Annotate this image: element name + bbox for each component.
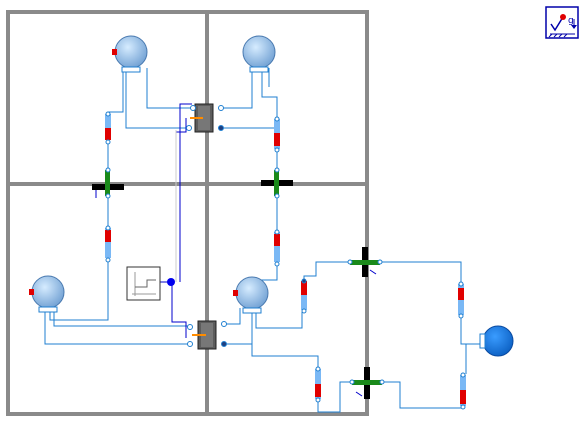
valve-outer-lower[interactable] — [349, 367, 385, 399]
volume-top-right[interactable] — [242, 35, 276, 73]
pipe-segment-br-left[interactable] — [301, 278, 307, 314]
pump-icon[interactable] — [479, 325, 514, 357]
volume-top-left[interactable] — [112, 35, 148, 73]
pipe-segment-tr-upper[interactable] — [274, 116, 280, 153]
pipe-segment-tl-lower[interactable] — [105, 225, 111, 263]
outer-wall — [6, 10, 369, 416]
pipe-segment-right-upper[interactable] — [458, 281, 464, 319]
gravity-label: g — [568, 16, 574, 26]
pipe-segment-tl-upper[interactable] — [105, 111, 111, 145]
volume-bottom-right[interactable] — [233, 276, 269, 314]
pipe-segment-br-bottom[interactable] — [315, 366, 321, 403]
valve-outer-upper[interactable] — [347, 247, 383, 277]
volume-bottom-left[interactable] — [29, 275, 65, 313]
pipe-connections — [44, 68, 482, 413]
pipe-segment-tr-lower[interactable] — [274, 229, 280, 267]
heater-bottom[interactable] — [187, 320, 227, 350]
gravity-icon[interactable]: g — [545, 6, 579, 39]
heater-top[interactable] — [186, 103, 224, 133]
controller-icon[interactable] — [126, 266, 175, 301]
pipe-segment-right-lower[interactable] — [460, 372, 466, 410]
building-walls — [6, 10, 369, 416]
valve-right-wall[interactable] — [261, 167, 293, 199]
valve-left-wall[interactable] — [92, 167, 124, 199]
